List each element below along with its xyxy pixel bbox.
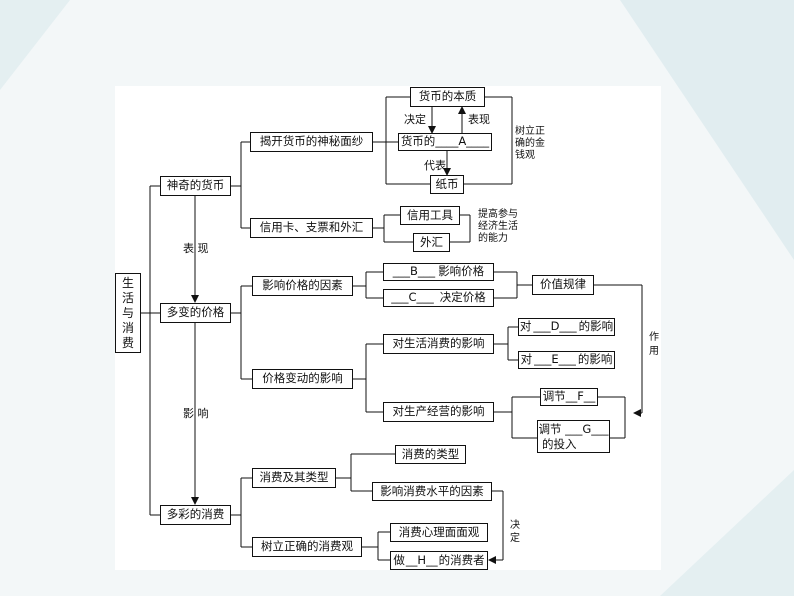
node-type-of-consumption: 消费的类型 [395, 445, 466, 464]
node-production: 对生产经营的影响 [383, 402, 494, 422]
node-consumption-level: 影响消费水平的因素 [372, 482, 492, 501]
blank-f: __F__ [565, 389, 596, 404]
text-f-prefix: 调节 [542, 389, 566, 404]
node-price-factors: 影响价格的因素 [252, 276, 353, 296]
blank-d: ___D___ [533, 319, 577, 334]
label-decide: 决定 [404, 113, 426, 126]
regulate-g-line1: 调节 ___G___ [538, 422, 608, 437]
root-char: 生 [121, 275, 134, 290]
label-effect: 作用 [649, 331, 661, 359]
note-line: 提高参与 [478, 209, 518, 220]
root-char: 消 [121, 320, 134, 335]
node-credit-tool: 信用工具 [400, 206, 460, 225]
text-e-suffix: 的影响 [577, 352, 613, 367]
blank-e: ___E___ [534, 352, 576, 367]
node-consumption-view: 树立正确的消费观 [252, 537, 362, 557]
node-h-consumer: 做 __H__ 的消费者 [390, 551, 488, 570]
label-consume-decide-text: 决定 [510, 520, 520, 544]
node-life-consumption: 对生活消费的影响 [383, 334, 494, 354]
note-line: 经济生活 [478, 221, 518, 232]
node-forex: 外汇 [413, 233, 450, 252]
note-line: 的能力 [478, 233, 508, 244]
node-consume: 多彩的消费 [160, 505, 231, 525]
text-g-prefix: 调节 [538, 421, 562, 436]
root-box: 生 活 与 消 费 [115, 273, 141, 353]
label-consume-decide: 决定 [510, 519, 522, 545]
node-money-essence: 货币的本质 [410, 87, 485, 107]
label-effect-text: 作用 [649, 332, 659, 357]
blank-h: __H__ [405, 552, 438, 567]
node-paper-money: 纸币 [430, 175, 464, 194]
note-participate: 提高参与 经济生活 的能力 [478, 209, 518, 245]
blank-c: ___C___ [391, 290, 434, 305]
node-regulate-g: 调节 ___G___ 的投入 [537, 420, 610, 453]
note-line: 确的金 [515, 138, 545, 149]
text-h-prefix: 做 [393, 552, 405, 567]
blank-b: ___B___ [392, 264, 436, 279]
root-char: 活 [121, 290, 134, 305]
label-express: 表现 [468, 113, 490, 126]
label-biaoxian: 表 现 [183, 242, 209, 255]
root-char: 费 [121, 335, 134, 350]
node-price-change: 价格变动的影响 [252, 369, 353, 389]
note-line: 树立正 [515, 126, 545, 137]
note-money-view: 树立正 确的金 钱观 [515, 126, 545, 162]
text-g-suffix: 的投入 [542, 436, 577, 451]
node-c-decides-price: ___C___ 决定价格 [383, 289, 494, 307]
node-d-effect: 对 ___D___ 的影响 [518, 318, 615, 336]
node-b-affects-price: ___B___ 影响价格 [383, 263, 494, 281]
node-value-law: 价值规律 [532, 275, 594, 295]
node-money: 神奇的货币 [160, 176, 231, 196]
text-d-prefix: 对 [519, 319, 532, 334]
node-money-function-a: 货币的 ____A____ [398, 133, 492, 151]
node-price: 多变的价格 [160, 303, 231, 323]
text-func-prefix: 货币的 [400, 134, 436, 149]
node-e-effect: 对 ___E___ 的影响 [518, 351, 615, 369]
text-b-suffix: 影响价格 [438, 264, 485, 279]
text-c-suffix: 决定价格 [439, 290, 486, 305]
note-line: 钱观 [515, 150, 535, 161]
root-char: 与 [121, 305, 134, 320]
node-credit: 信用卡、支票和外汇 [250, 218, 373, 238]
node-regulate-f: 调节 __F__ [540, 388, 598, 406]
node-consumer-psychology: 消费心理面面观 [390, 523, 488, 542]
node-reveal-money: 揭开货币的神秘面纱 [250, 132, 373, 152]
text-e-prefix: 对 [520, 352, 533, 367]
blank-g: ___G___ [565, 421, 609, 436]
node-consume-types: 消费及其类型 [252, 468, 336, 488]
blank-a: ____A____ [435, 134, 490, 149]
text-h-suffix: 的消费者 [438, 552, 485, 567]
label-represent: 代表 [424, 159, 446, 172]
label-yingxiang: 影 响 [183, 407, 209, 420]
text-d-suffix: 的影响 [578, 319, 614, 334]
